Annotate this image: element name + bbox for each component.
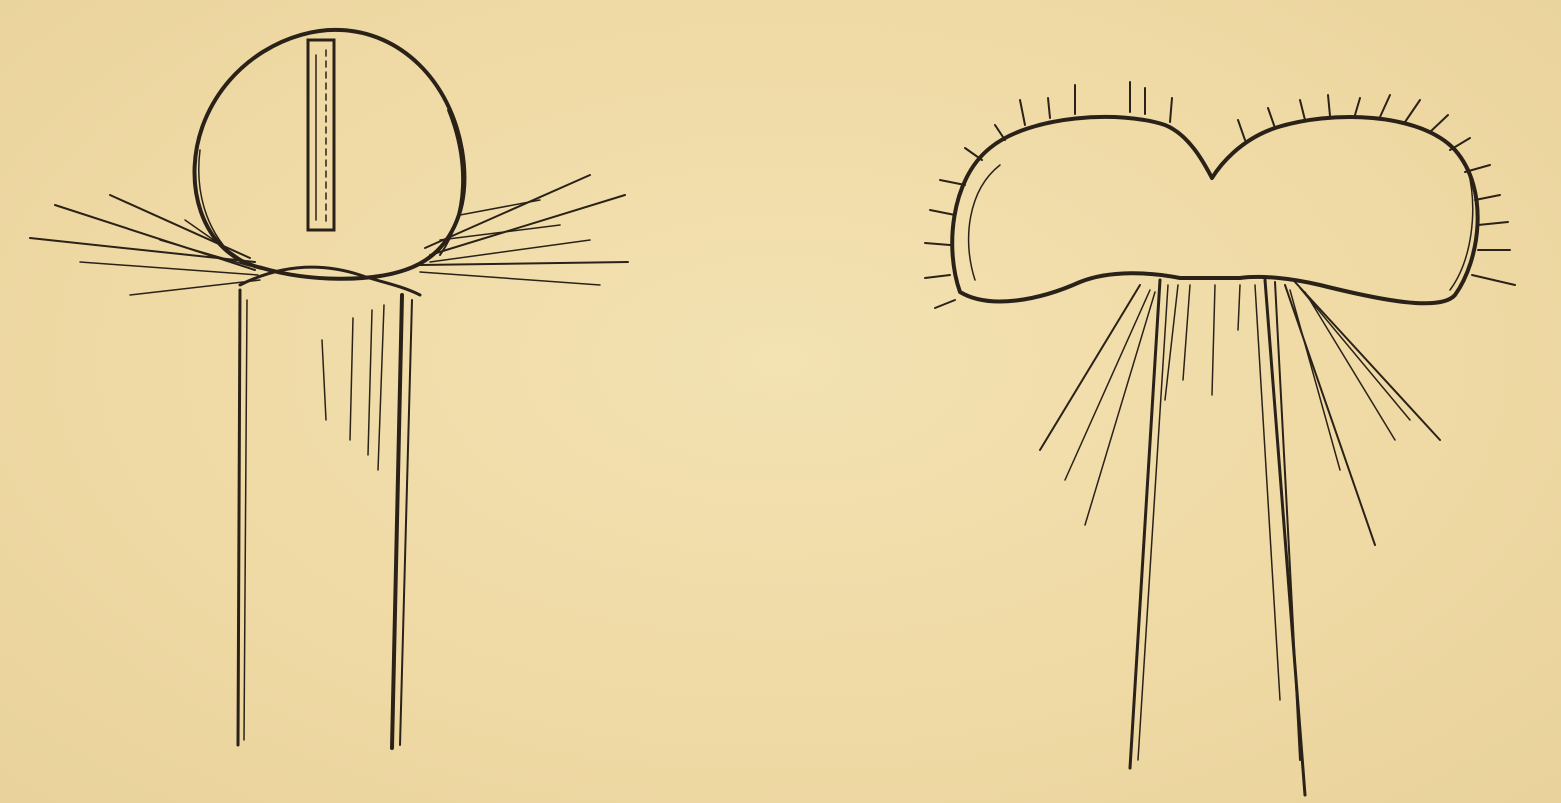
right-diverging-stalks xyxy=(1040,280,1440,795)
right-bilobed-head xyxy=(952,117,1477,303)
right-marginal-spines xyxy=(925,82,1515,308)
